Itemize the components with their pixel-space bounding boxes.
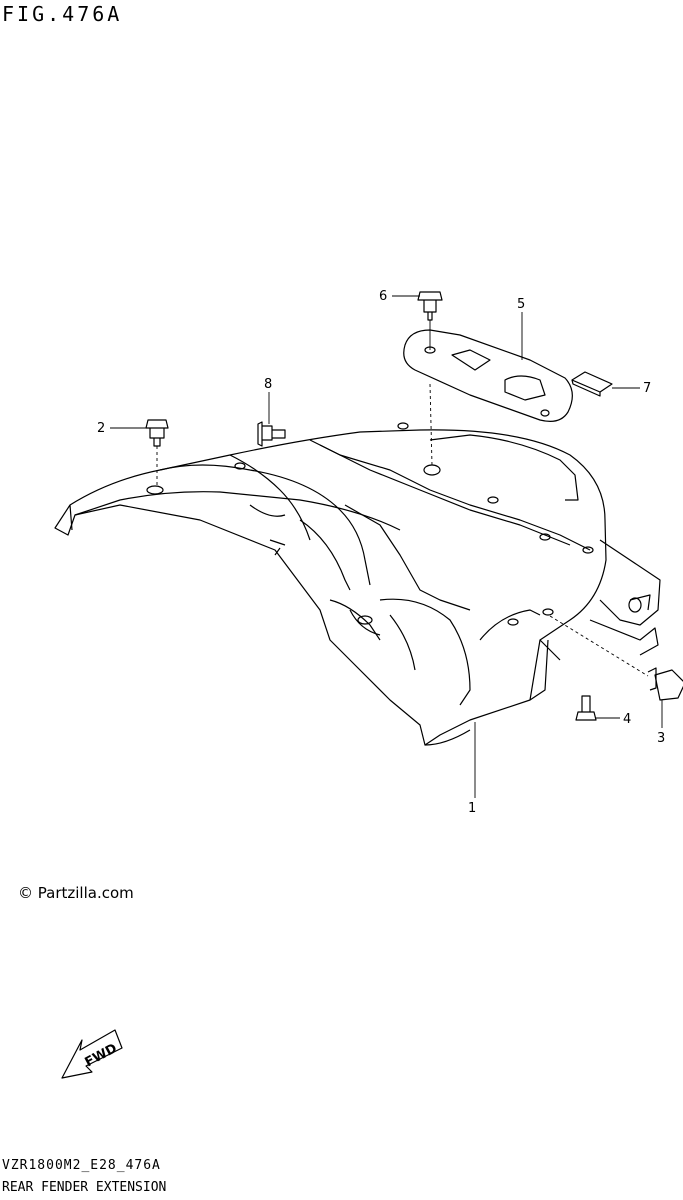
callout-8: 8 [264, 377, 272, 392]
copyright-text: © Partzilla.com [18, 884, 134, 902]
callout-1: 1 [468, 801, 476, 816]
bolt-6 [417, 291, 443, 321]
callout-2: 2 [97, 421, 105, 436]
bolt-3 [647, 667, 683, 701]
callout-4: 4 [623, 712, 631, 727]
bolt-4 [575, 695, 597, 721]
bolt-2 [145, 419, 169, 447]
fwd-arrow-icon [61, 1029, 123, 1079]
nut-8 [257, 421, 286, 447]
section-name: REAR FENDER EXTENSION [2, 1180, 167, 1195]
callout-6: 6 [379, 289, 387, 304]
figure-title: FIG.476A [2, 2, 123, 26]
rear-fender-extension-part [54, 422, 661, 746]
bracket-part [403, 329, 573, 422]
leader-lines [110, 295, 663, 798]
callout-5: 5 [517, 297, 525, 312]
callout-3: 3 [657, 731, 665, 746]
pad-part [571, 371, 613, 397]
callout-7: 7 [643, 381, 651, 396]
model-code: VZR1800M2_E28_476A [2, 1158, 161, 1173]
